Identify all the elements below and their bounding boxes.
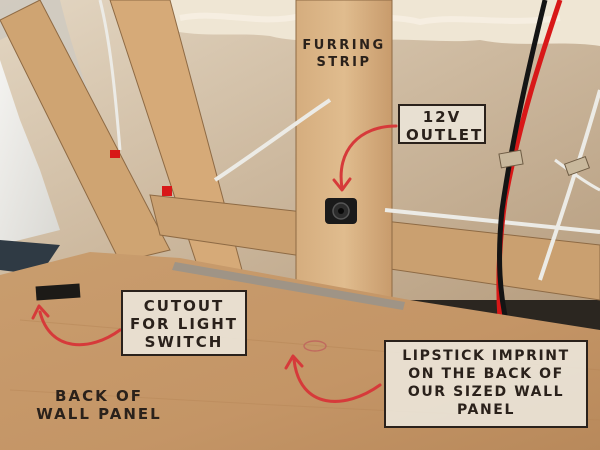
arrow-to-cutout [38, 310, 122, 347]
lipstick-imprint [303, 340, 327, 352]
furring-strip-wood [295, 0, 393, 299]
white-wire [213, 98, 332, 182]
back-of-panel-label: BACK OF WALL PANEL [36, 387, 162, 423]
window-light [0, 60, 60, 245]
arrow-to-lipstick [292, 358, 382, 403]
furring-strip-label: FURRING STRIP [302, 38, 386, 70]
arrow-to-outlet [339, 124, 398, 190]
black-wire [497, 0, 548, 326]
annotation-arrows [31, 124, 398, 403]
diagonal-plywood-left [0, 0, 171, 263]
outlet-12v-label: 12V OUTLET [398, 104, 486, 144]
lipstick-label: LIPSTICK IMPRINT ON THE BACK OF OUR SIZE… [384, 340, 588, 428]
cutout-label: CUTOUT FOR LIGHT SWITCH [121, 290, 247, 356]
light-switch-cutout [35, 283, 81, 301]
